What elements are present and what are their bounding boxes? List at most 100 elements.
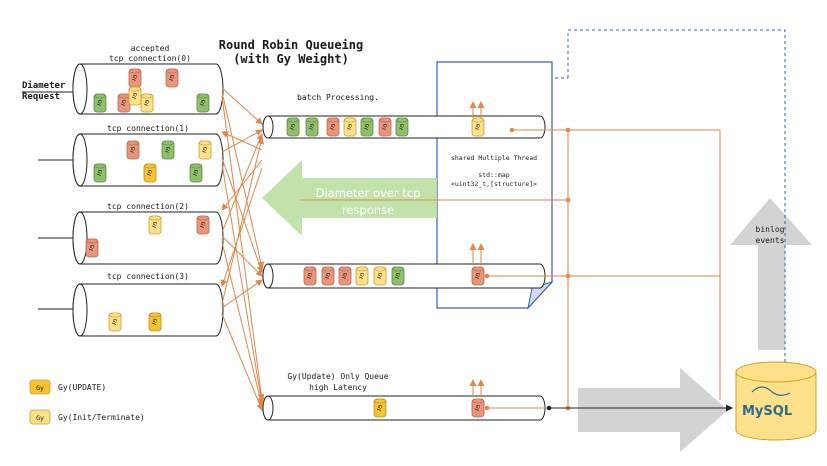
binlog-dashed-link	[537, 29, 786, 368]
legend-item-gy-init: Gy Gy(Init/Terminate)	[29, 409, 145, 425]
token-glyph: Gy	[201, 147, 207, 154]
token-glyph: Gy	[363, 124, 369, 131]
message-token: Gy	[355, 266, 369, 286]
message-token: Gy	[378, 117, 392, 137]
message-token: Gy	[140, 93, 154, 113]
token-glyph: Gy	[164, 147, 170, 154]
message-token: Gy	[161, 140, 175, 160]
tcp-connection-3: tcp connection(3)	[38, 272, 224, 337]
binlog-label-1: binlog	[756, 225, 785, 234]
message-token: Gy	[303, 266, 317, 286]
message-token: Gy	[360, 117, 374, 137]
message-token: Gy	[93, 163, 107, 183]
gy-only-queue-label-1: Gy(Update) Only Queue	[287, 372, 388, 381]
token-glyph: Gy	[199, 100, 205, 107]
token-glyph: Gy	[329, 124, 335, 131]
token-glyph: Gy	[381, 124, 387, 131]
mysql-logo-text: MySQL	[742, 404, 792, 419]
message-token: Gy	[471, 117, 485, 137]
token-glyph: Gy	[120, 100, 126, 107]
message-token: Gy	[148, 312, 162, 332]
token-glyph: Gy	[289, 124, 295, 131]
token-glyph: Gy	[131, 75, 137, 82]
tcp-connection-2-label: tcp connection(2)	[107, 202, 189, 211]
mysql-write-dot	[546, 405, 552, 411]
message-token: Gy	[117, 93, 131, 113]
page-title-line-1: Round Robin Queueing	[219, 38, 364, 52]
token-glyph: Gy	[376, 405, 382, 412]
token-glyph: Gy	[308, 124, 314, 131]
connector-dot-7	[484, 405, 490, 411]
message-token: Gy	[471, 266, 485, 286]
legend-item-gy-update: Gy Gy(UPDATE)	[29, 379, 106, 395]
connector-dot-6	[484, 273, 490, 279]
message-token: Gy	[343, 117, 357, 137]
shared-line-3: <uint32_t,[structure]>	[451, 180, 537, 188]
legend-gy-init-glyph: Gy	[36, 414, 44, 422]
gy-only-queue-label-2: high Latency	[309, 383, 367, 392]
connector-dot-1	[509, 127, 515, 133]
response-arrow-line-2: response	[342, 203, 394, 217]
token-glyph: Gy	[143, 100, 149, 107]
tcp-connection-1-label: tcp connection(1)	[107, 124, 189, 133]
response-arrow: Diameter over tcp response	[262, 160, 437, 236]
message-token: Gy	[326, 117, 340, 137]
shared-line-2: std::map	[478, 171, 509, 179]
message-token: Gy	[148, 215, 162, 235]
tcp-connection-0: accepted tcp connection(0)	[72, 44, 224, 115]
message-token: Gy	[165, 68, 179, 88]
message-token: Gy	[126, 140, 140, 160]
token-glyph: Gy	[358, 273, 364, 280]
mysql-write-arrow	[578, 368, 728, 452]
token-glyph: Gy	[199, 222, 205, 229]
token-glyph: Gy	[398, 124, 404, 131]
tcp-connection-0-label: tcp connection(0)	[109, 54, 191, 63]
token-glyph: Gy	[474, 124, 480, 131]
gy-only-queue: Gy(Update) Only Queue high Latency	[262, 372, 546, 421]
message-token: Gy	[338, 266, 352, 286]
message-token: Gy	[128, 86, 142, 106]
token-glyph: Gy	[146, 170, 152, 177]
token-glyph: Gy	[96, 100, 102, 107]
batch-queue-label: batch Processing.	[297, 93, 379, 102]
connector-dot-2	[565, 127, 571, 133]
message-token: Gy	[395, 117, 409, 137]
token-glyph: Gy	[346, 124, 352, 131]
message-token: Gy	[143, 163, 157, 183]
message-token: Gy	[189, 163, 203, 183]
token-glyph: Gy	[131, 93, 137, 100]
message-token: Gy	[391, 266, 405, 286]
diameter-request-label-1: Diameter	[22, 80, 66, 91]
tcp-connection-2: tcp connection(2)	[38, 202, 224, 265]
binlog-arrow: binlog events	[730, 198, 812, 350]
message-token: Gy	[286, 117, 300, 137]
token-glyph: Gy	[129, 147, 135, 154]
connector-dot-4	[565, 273, 571, 279]
token-glyph: Gy	[376, 273, 382, 280]
token-glyph: Gy	[341, 273, 347, 280]
shared-line-1: shared Multiple Thread	[451, 154, 537, 162]
message-token: Gy	[198, 140, 212, 160]
message-token: Gy	[471, 398, 485, 418]
token-glyph: Gy	[96, 170, 102, 177]
token-glyph: Gy	[324, 273, 330, 280]
message-token: Gy	[321, 266, 335, 286]
token-glyph: Gy	[192, 170, 198, 177]
legend-gy-update-label: Gy(UPDATE)	[58, 383, 106, 392]
token-glyph: Gy	[88, 245, 94, 252]
token-glyph: Gy	[111, 319, 117, 326]
binlog-label-2: events	[756, 236, 785, 245]
message-token: Gy	[305, 117, 319, 137]
routing-arrows	[220, 87, 265, 411]
legend: Gy Gy(UPDATE) Gy Gy(Init/Terminate)	[29, 379, 145, 425]
legend-gy-init-label: Gy(Init/Terminate)	[58, 413, 145, 422]
token-glyph: Gy	[474, 405, 480, 412]
token-glyph: Gy	[151, 319, 157, 326]
token-glyph: Gy	[168, 75, 174, 82]
message-token: Gy	[373, 398, 387, 418]
token-glyph: Gy	[394, 273, 400, 280]
connector-dot-3	[565, 197, 571, 203]
token-glyph: Gy	[474, 273, 480, 280]
message-token: Gy	[93, 93, 107, 113]
